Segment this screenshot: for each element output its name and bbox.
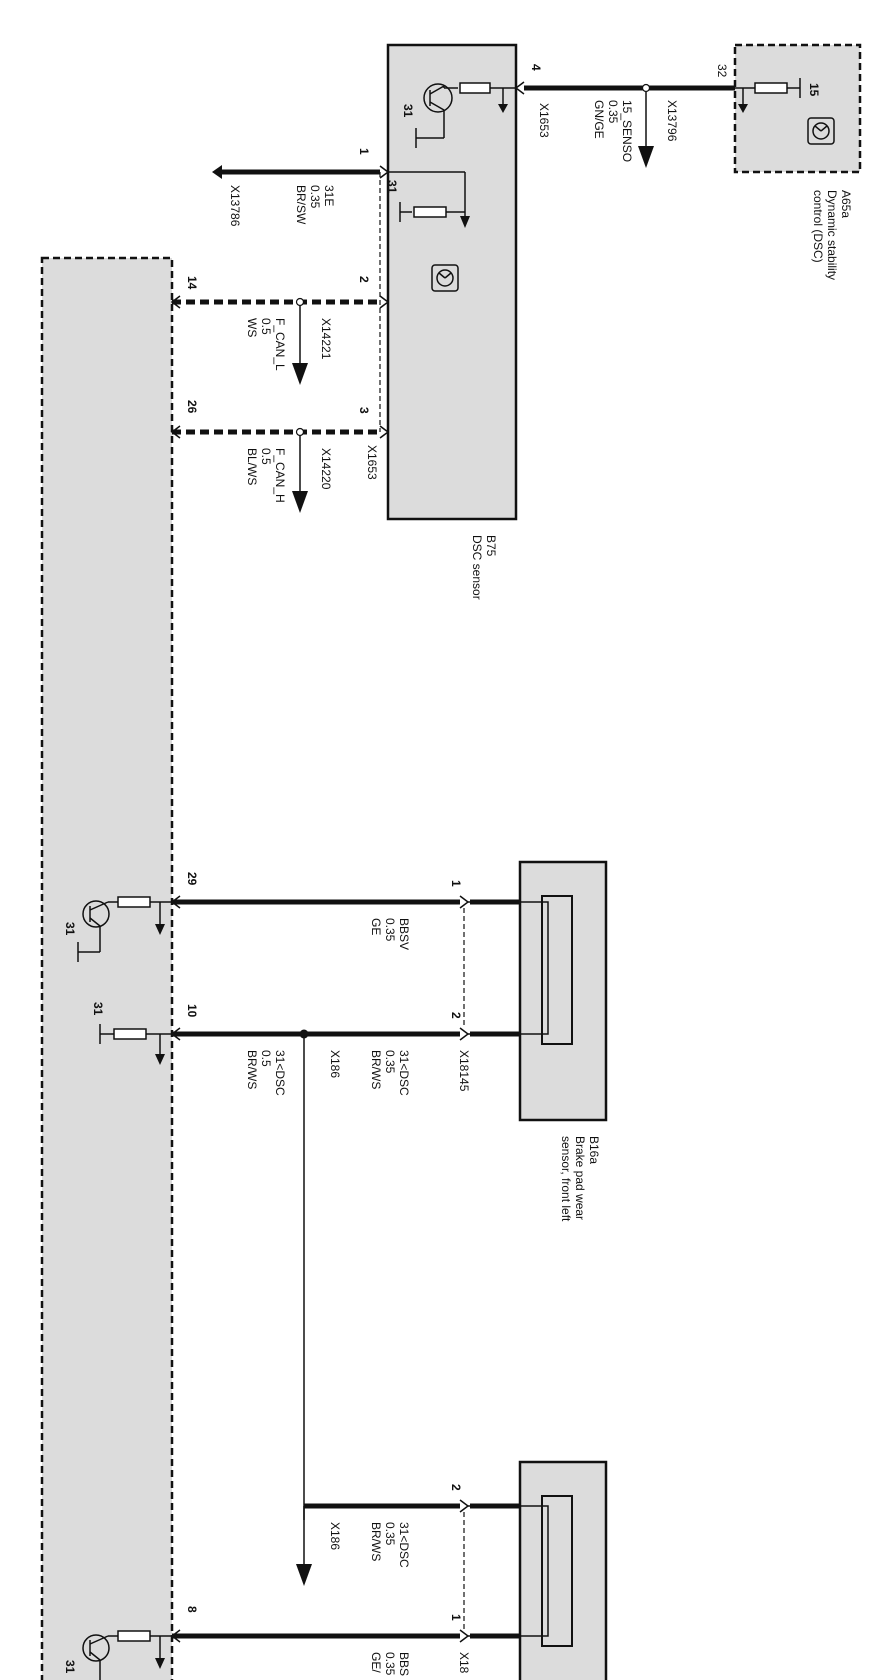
left-module-pin-10: 10 — [185, 1004, 199, 1018]
svg-text:0.35: 0.35 — [383, 1522, 397, 1546]
wire-31-dsc-front-lower-label: 31<DSC 0.5 BR/WS — [245, 1050, 287, 1096]
svg-text:Brake pad wear: Brake pad wear — [573, 1136, 587, 1220]
brake-pad-front-left-contact — [541, 895, 573, 1045]
left-module-pin29-circuit — [77, 896, 172, 962]
brake-pad-front-left-box[interactable] — [518, 860, 608, 1122]
svg-text:sensor, front left: sensor, front left — [559, 1136, 573, 1222]
svg-text:Dynamic stability: Dynamic stability — [825, 190, 839, 280]
brake-pad-front-left-pin-1: 1 — [449, 880, 463, 887]
svg-text:0.35: 0.35 — [383, 1050, 397, 1074]
left-module-pin-8: 8 — [185, 1606, 199, 1613]
svg-text:GN/GE: GN/GE — [592, 100, 606, 139]
connector-x18-partial: X18 — [457, 1652, 471, 1674]
svg-text:BR/WS: BR/WS — [245, 1050, 259, 1089]
dsc-control-input-circuit — [735, 78, 801, 113]
svg-text:BR/WS: BR/WS — [369, 1522, 383, 1561]
dsc-control-pin-32: 32 — [715, 64, 729, 78]
connector-arrow-x14221 — [292, 363, 308, 385]
connector-x186-rear: X186 — [328, 1522, 342, 1550]
svg-text:0.5: 0.5 — [259, 448, 273, 465]
svg-text:A65a: A65a — [839, 190, 853, 218]
left-control-module-box[interactable] — [40, 256, 174, 1680]
left-module-pin10-circuit — [99, 1024, 172, 1065]
brake-pad-second-pin-1: 1 — [449, 1614, 463, 1621]
brake-pad-second-contact — [541, 1495, 573, 1647]
svg-text:BL/WS: BL/WS — [245, 448, 259, 485]
left-module-ground-29: 31 — [63, 922, 77, 936]
svg-text:control (DSC): control (DSC) — [811, 190, 825, 263]
dsc-sensor-transistor-icon — [415, 82, 516, 148]
left-module-pin-14: 14 — [185, 276, 199, 290]
dsc-sensor-pin-1: 1 — [357, 148, 371, 155]
svg-text:0.5: 0.5 — [259, 318, 273, 335]
connector-x13796: X13796 — [665, 100, 679, 142]
dsc-sensor-pin-2: 2 — [357, 276, 371, 283]
svg-text:0.5: 0.5 — [259, 1050, 273, 1067]
svg-text:DSC sensor: DSC sensor — [470, 535, 484, 600]
connector-x1653-bottom: X1653 — [365, 445, 379, 480]
svg-text:BR/SW: BR/SW — [294, 185, 308, 225]
connector-x1653-top: X1653 — [537, 103, 551, 138]
svg-text:31<DSC: 31<DSC — [397, 1050, 411, 1096]
svg-text:0.35: 0.35 — [383, 1652, 397, 1676]
left-module-ground-8: 31 — [63, 1660, 77, 1674]
wire-31-dsc-front-upper-label: 31<DSC 0.35 BR/WS — [369, 1050, 411, 1096]
dsc-sensor-pin-3: 3 — [357, 407, 371, 414]
svg-text:BR/WS: BR/WS — [369, 1050, 383, 1089]
dsc-control-pin-label-15: 15 — [807, 83, 821, 97]
wire-f-can-l-label: F_CAN_L 0.5 WS — [245, 318, 287, 371]
wire-bbs-rear-label: BBS 0.35 GE/ — [369, 1652, 411, 1676]
connector-arrow-x186 — [296, 1564, 312, 1586]
wire-f-can-h-label: F_CAN_H 0.5 BL/WS — [245, 448, 287, 503]
brake-pad-second-pin-2: 2 — [449, 1484, 463, 1491]
svg-text:GE: GE — [369, 918, 383, 935]
connector-x13786: X13786 — [228, 185, 242, 227]
connector-arrow-x13796 — [638, 146, 654, 168]
wire-bbsv-label: BBSV 0.35 GE — [369, 918, 411, 950]
svg-text:B16a: B16a — [587, 1136, 601, 1164]
svg-text:BBS: BBS — [397, 1652, 411, 1676]
brake-pad-front-left-title: B16a Brake pad wear sensor, front left — [559, 1136, 601, 1222]
left-module-pin-29: 29 — [185, 872, 199, 886]
dsc-sensor-title: B75 DSC sensor — [470, 535, 498, 600]
wire-31e-label: 31E 0.35 BR/SW — [294, 185, 336, 225]
left-module-ground-10: 31 — [91, 1002, 105, 1016]
connector-x18145: X18145 — [457, 1050, 471, 1092]
svg-text:F_CAN_H: F_CAN_H — [273, 448, 287, 503]
connector-arrow-x13786 — [212, 165, 222, 179]
splice-x186 — [299, 1029, 309, 1039]
brake-pad-front-left-pin-2: 2 — [449, 1012, 463, 1019]
svg-text:31<DSC: 31<DSC — [273, 1050, 287, 1096]
left-module-pin8-circuit — [82, 1630, 172, 1680]
connector-arrow-x14220 — [292, 491, 308, 513]
svg-text:31E: 31E — [322, 185, 336, 206]
svg-text:31<DSC: 31<DSC — [397, 1522, 411, 1568]
svg-text:0.35: 0.35 — [383, 918, 397, 942]
wire-15-senso-label: 15_SENSO 0.35 GN/GE — [592, 100, 634, 162]
left-module-pin-26: 26 — [185, 400, 199, 414]
svg-text:F_CAN_L: F_CAN_L — [273, 318, 287, 371]
svg-text:WS: WS — [245, 318, 259, 337]
dsc-sensor-ground-31-a: 31 — [401, 104, 415, 118]
wire-31-dsc-rear-label: 31<DSC 0.35 BR/WS — [369, 1522, 411, 1568]
dsc-sensor-pin1-circuit — [379, 171, 470, 432]
dsc-sensor-pin-4: 4 — [529, 64, 543, 71]
dsc-control-ground-icon — [807, 117, 835, 145]
splice-x186-label: X186 — [328, 1050, 342, 1078]
svg-text:GE/: GE/ — [369, 1652, 383, 1673]
svg-text:0.35: 0.35 — [606, 100, 620, 124]
svg-text:B75: B75 — [484, 535, 498, 557]
svg-text:15_SENSO: 15_SENSO — [620, 100, 634, 162]
dsc-sensor-symbol-icon — [431, 264, 459, 292]
brake-pad-second-box[interactable] — [518, 1460, 608, 1680]
svg-text:0.35: 0.35 — [308, 185, 322, 209]
connector-x14220: X14220 — [319, 448, 333, 490]
dsc-control-title: A65a Dynamic stability control (DSC) — [811, 190, 853, 280]
dsc-control-box[interactable] — [733, 43, 862, 174]
svg-text:BBSV: BBSV — [397, 918, 411, 950]
connector-x14221: X14221 — [319, 318, 333, 360]
dsc-sensor-ground-31-b: 31 — [385, 180, 399, 194]
